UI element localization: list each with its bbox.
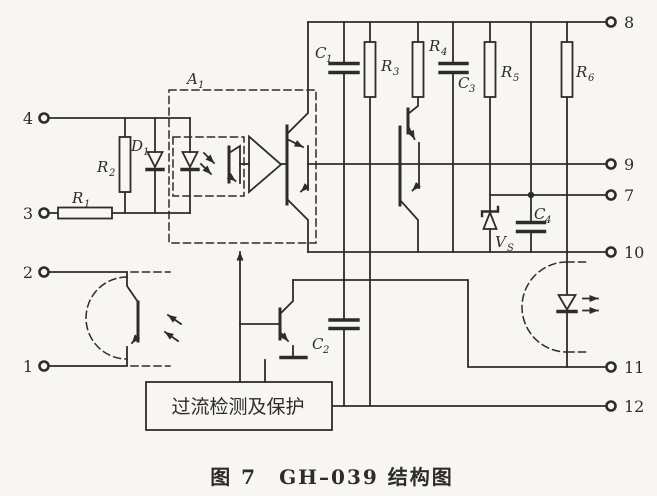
- svg-text:3: 3: [393, 67, 399, 78]
- optocoupler-inner-box: [172, 136, 245, 197]
- terminal-label-9: 9: [624, 155, 634, 174]
- capacitor-c1-icon: [328, 21, 360, 320]
- terminal-label-1: 1: [23, 357, 33, 376]
- svg-text:4: 4: [440, 47, 447, 58]
- terminal-label-8: 8: [624, 13, 634, 32]
- drive-transistor: [239, 279, 308, 360]
- terminal-label-2: 2: [23, 263, 33, 282]
- label-c1: C: [315, 44, 327, 62]
- terminal-3: [38, 207, 50, 219]
- phototransistor-a1-icon: [226, 144, 250, 184]
- input-phototransistor: [47, 271, 183, 367]
- svg-text:1: 1: [326, 54, 332, 65]
- svg-text:6: 6: [588, 73, 595, 84]
- light-receive-arrow: [166, 313, 183, 326]
- capacitor-c4-icon: [515, 21, 547, 253]
- label-vs: V: [495, 233, 508, 251]
- resistor-r6: [560, 21, 574, 253]
- line-11: [292, 279, 608, 368]
- terminal-8: [605, 16, 617, 28]
- svg-text:2: 2: [108, 168, 115, 179]
- amplifier-triangle-icon: [248, 134, 288, 194]
- svg-text:3: 3: [469, 84, 475, 95]
- label-d1: D: [130, 137, 143, 155]
- label-c4: C: [534, 205, 546, 223]
- terminal-label-12: 12: [624, 397, 644, 416]
- darlington-pair: [398, 96, 421, 253]
- figure-caption: 图 7 GH–039 结构图: [210, 465, 454, 489]
- line-7: [489, 191, 608, 199]
- label-a1: A: [185, 70, 198, 88]
- terminal-10: [605, 246, 617, 258]
- zener-vs-icon: [480, 205, 500, 253]
- terminal-label-11: 11: [624, 358, 644, 377]
- svg-text:4: 4: [544, 215, 551, 226]
- label-r1: R: [71, 189, 83, 207]
- diode-d1-icon: [145, 117, 165, 214]
- resistor-r5: [483, 21, 497, 212]
- terminal-2: [38, 266, 50, 278]
- svg-text:1: 1: [198, 80, 204, 91]
- svg-text:1: 1: [84, 199, 90, 210]
- terminal-4: [38, 112, 50, 124]
- label-r3: R: [380, 57, 392, 75]
- output-stage-transistors: [285, 21, 310, 253]
- svg-text:2: 2: [322, 345, 329, 356]
- label-c3: C: [458, 74, 470, 92]
- label-r2: R: [96, 158, 108, 176]
- capacitor-c2-icon: [328, 318, 360, 407]
- terminal-7: [605, 189, 617, 201]
- protection-box: [145, 251, 333, 431]
- svg-text:5: 5: [513, 73, 519, 84]
- terminal-label-4: 4: [23, 109, 33, 128]
- terminal-label-10: 10: [624, 243, 644, 262]
- resistor-r1: [57, 206, 113, 220]
- label-r6: R: [575, 63, 587, 81]
- light-coupling-arrows: [199, 151, 216, 176]
- light-receive-arrow: [163, 330, 180, 343]
- resistor-r3: [363, 21, 377, 407]
- svg-text:1: 1: [143, 147, 149, 158]
- label-c2: C: [312, 335, 324, 353]
- terminal-11: [605, 361, 617, 373]
- output-led-icon: [521, 251, 599, 368]
- terminal-12: [605, 400, 617, 412]
- terminal-1: [38, 360, 50, 372]
- label-r5: R: [500, 63, 512, 81]
- label-r4: R: [428, 37, 440, 55]
- a1-module-box: [168, 89, 317, 244]
- terminal-label-3: 3: [23, 204, 33, 223]
- terminal-9: [605, 158, 617, 170]
- protection-label: 过流检测及保护: [171, 396, 304, 418]
- svg-text:S: S: [507, 243, 514, 254]
- terminal-label-7: 7: [624, 186, 634, 205]
- resistor-r2: [118, 117, 132, 214]
- capacitor-c3-icon: [438, 21, 469, 253]
- led-d2-icon: [180, 117, 200, 214]
- resistor-r4: [411, 21, 425, 98]
